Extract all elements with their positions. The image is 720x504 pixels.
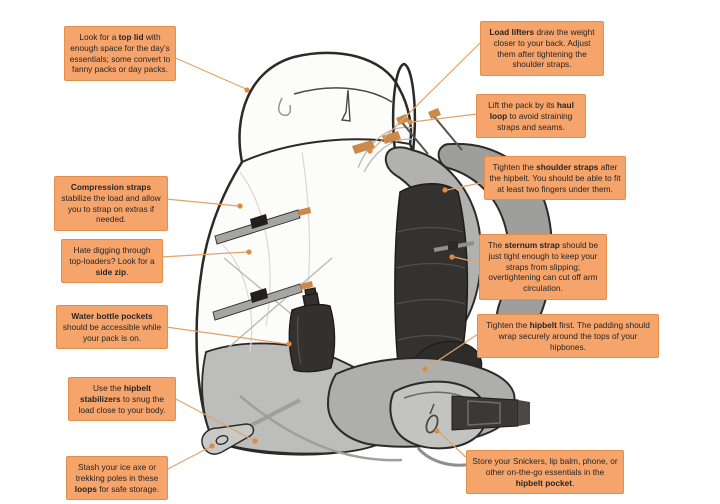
callout-loops: Stash your ice axe or trekking poles in … [66, 456, 168, 501]
callout-water-bottle-pockets-text: Water bottle pockets should be accessibl… [62, 311, 162, 343]
leader-water-bottle-pockets [165, 326, 288, 345]
leader-side-zip [160, 251, 248, 258]
hipbelt-buckle [467, 400, 501, 426]
compression-straps [212, 207, 313, 321]
leader-top-lid [170, 55, 247, 90]
callout-compression-straps: Compression straps stabilize the load an… [54, 176, 168, 232]
lid-drawcords [357, 126, 417, 173]
callout-hipbelt-text: Tighten the hipbelt first. The padding s… [486, 320, 650, 352]
bottom-strap [239, 395, 403, 462]
leader-compression-straps [165, 198, 239, 207]
strap-tip-tan [298, 207, 311, 216]
hipbelt [326, 357, 530, 467]
callout-haul-loop: Lift the pack by its haul loop to avoid … [476, 94, 586, 139]
callout-sternum-strap: The sternum strap should be just tight e… [479, 234, 607, 300]
strap-buckle [250, 214, 268, 229]
callout-shoulder-straps: Tighten the shoulder straps after the hi… [484, 156, 626, 201]
callout-load-lifters-text: Load lifters draw the weight closer to y… [489, 27, 595, 70]
lid-zipper [293, 87, 393, 103]
strap-buckle [250, 288, 268, 303]
callout-top-lid-text: Look for a top lid with enough space for… [69, 32, 171, 75]
haul-loop [391, 62, 417, 153]
leader-hipbelt-stabilizers [173, 397, 254, 441]
leader-haul-loop [411, 113, 478, 123]
leader-sternum-strap [453, 256, 481, 264]
leader-lines [160, 41, 486, 471]
leader-shoulder-straps [446, 181, 486, 191]
callout-hipbelt-pocket: Store your Snickers, lip balm, phone, or… [466, 450, 624, 495]
ice-axe-loop [201, 398, 301, 455]
leader-loops [165, 446, 211, 471]
callout-shoulder-straps-text: Tighten the shoulder straps after the hi… [489, 162, 621, 194]
callout-loops-text: Stash your ice axe or trekking poles in … [74, 462, 160, 494]
back-pad-segments [395, 226, 466, 341]
callout-load-lifters: Load lifters draw the weight closer to y… [480, 21, 604, 77]
callout-hipbelt-pocket-text: Store your Snickers, lip balm, phone, or… [472, 456, 618, 488]
callout-side-zip-text: Hate digging through top-loaders? Look f… [69, 245, 155, 277]
leader-hipbelt-pocket [438, 431, 471, 462]
lid-zipper-pull [340, 89, 351, 122]
water-bottle [288, 287, 336, 373]
callout-compression-straps-text: Compression straps stabilize the load an… [61, 182, 161, 225]
leader-hipbelt [426, 333, 479, 369]
callout-sternum-strap-text: The sternum strap should be just tight e… [487, 240, 599, 294]
callout-hipbelt: Tighten the hipbelt first. The padding s… [477, 314, 659, 359]
sternum-buckle [448, 241, 458, 250]
strap-tip-tan [300, 281, 313, 290]
callout-water-bottle-pockets: Water bottle pockets should be accessibl… [56, 305, 168, 350]
callout-hipbelt-stabilizers-text: Use the hipbelt stabilizers to snug the … [78, 383, 166, 415]
pocket-zipper-pull [425, 414, 439, 434]
callout-top-lid: Look for a top lid with enough space for… [64, 26, 176, 82]
lid-cord-loop [278, 97, 292, 116]
leader-dots [209, 87, 455, 449]
hipbelt-webbing [416, 446, 473, 467]
callout-hipbelt-stabilizers: Use the hipbelt stabilizers to snug the … [68, 377, 176, 422]
hipbelt-strap [451, 395, 519, 431]
callout-side-zip: Hate digging through top-loaders? Look f… [61, 239, 163, 284]
leader-load-lifters [371, 41, 482, 151]
callout-haul-loop-text: Lift the pack by its haul loop to avoid … [488, 100, 574, 132]
